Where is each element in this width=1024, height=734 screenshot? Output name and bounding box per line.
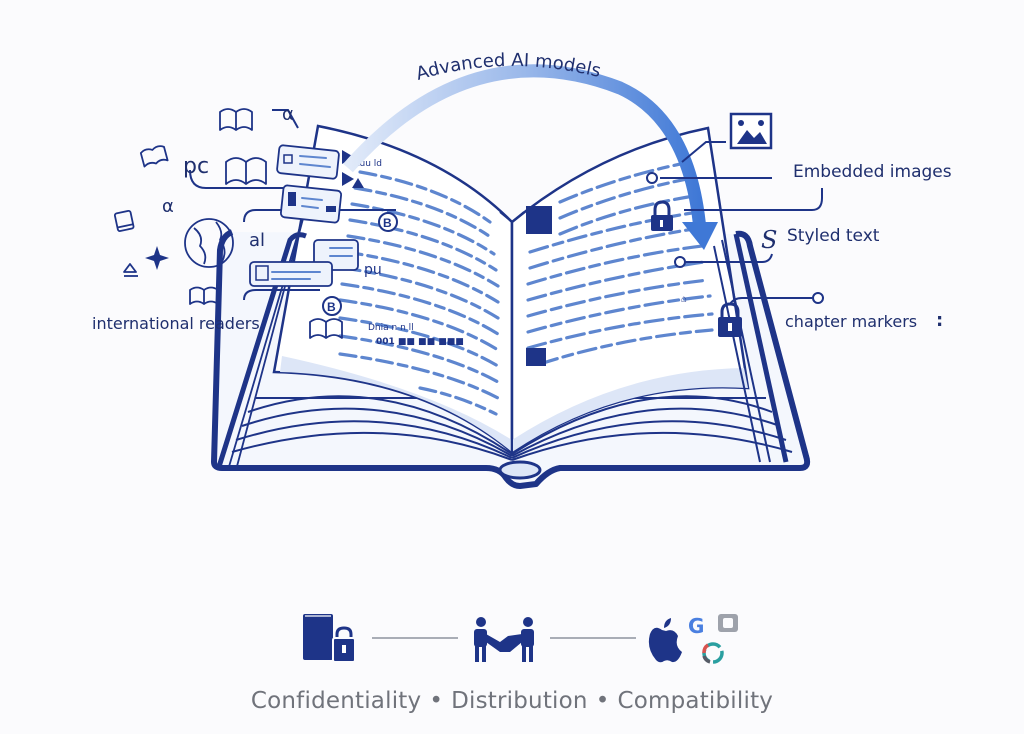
colon-mark: : [936,310,944,331]
glyph-alpha: α [162,196,174,217]
separator: • [429,688,444,714]
closed-book-icon [113,209,135,232]
right-callout-lines [660,141,823,463]
svg-text:tuu ld: tuu ld [356,159,382,169]
svg-text:pu: pu [364,262,382,278]
globe-icon [184,218,234,268]
label-international-readers: international readers [92,314,260,333]
image-icon [729,112,773,150]
footer-item-distribution: Distribution [451,688,588,714]
book-icon [219,108,253,131]
google-logo-icon: G [688,614,704,638]
footer-item-compatibility: Compatibility [617,688,774,714]
label-embedded-images: Embedded images [793,162,952,182]
handshake-icon [474,617,534,662]
left-icons [113,108,343,339]
ui-cards [249,144,359,287]
svg-text:B: B [383,216,392,230]
label-chapter-markers: chapter markers [785,312,918,331]
separator: • [595,688,610,714]
open-book: tuu ld pu Dnia n n ll 001 ■■ ■■ ■■■ B B [211,124,811,489]
svg-text:001 ■■ ■■ ■■■: 001 ■■ ■■ ■■■ [376,337,464,347]
apple-logo-icon [648,627,682,663]
svg-text:B: B [327,300,336,314]
book-lock-icon [303,614,356,663]
glyph-pc: pc [183,154,210,179]
book-icon [225,157,267,185]
lock-icon [651,200,673,231]
triangle-icon [123,263,138,277]
book-icon [189,286,219,305]
label-styled-text: Styled text [787,226,880,246]
glyph-al: al [249,230,266,251]
svg-text:⌂: ⌂ [681,294,687,305]
styled-s-icon: S [761,226,778,254]
glyph-alpha: α [282,104,294,125]
book-icon [139,145,169,168]
lock-icon [718,302,742,337]
footer-item-confidentiality: Confidentiality [250,688,422,714]
left-connector-lines [189,109,396,471]
book-icon [309,318,343,339]
footer-caption: Confidentiality • Distribution • Compatibili… [0,688,1024,714]
platform-logos-icon: G [648,614,738,664]
svg-text:Dnia n n ll: Dnia n n ll [368,323,414,333]
sparkle-icon [145,246,169,270]
